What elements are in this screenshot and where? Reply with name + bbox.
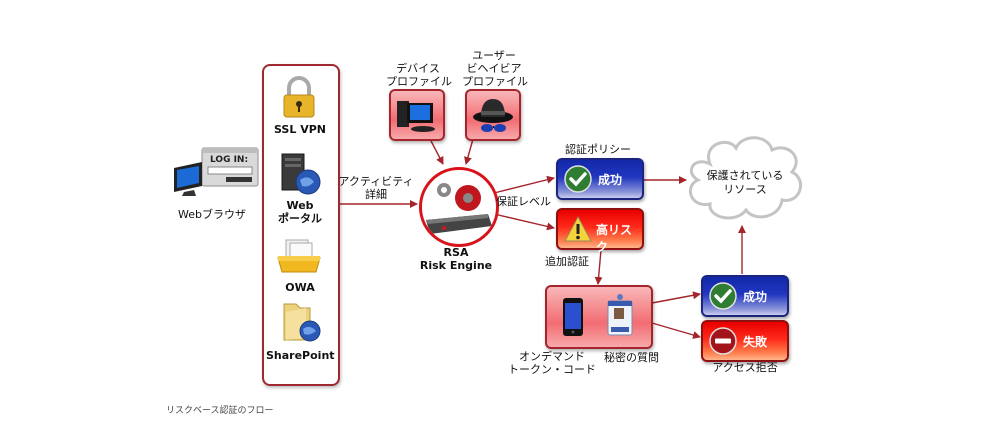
assurance-level-label: 保証レベル: [496, 195, 551, 208]
browser-node: LOG IN:: [170, 146, 260, 196]
engine-label-line1: RSA: [443, 246, 469, 259]
connector-challenge-to-success: [651, 291, 701, 304]
secret-question-label: 秘密の質問: [604, 351, 659, 364]
additional-auth-label: 追加認証: [545, 255, 589, 268]
device-profile-label-line2: プロファイル: [386, 75, 452, 88]
gears-appliance-icon: [426, 183, 492, 234]
connector-engine-to-risk: [493, 213, 555, 231]
checkmark-icon: [564, 165, 592, 193]
connector-risk-to-challenge: [594, 249, 603, 285]
figure-caption: リスクベース認証のフロー: [166, 406, 274, 416]
connector-challenge-to-fail: [651, 322, 701, 339]
resource-label-line2: リソース: [723, 183, 767, 196]
access-denied-label: アクセス拒否: [712, 361, 778, 374]
app-label-web-portal-line2: ポータル: [278, 212, 322, 225]
monitor-login-icon: [174, 147, 259, 196]
risk-engine-node: [419, 167, 499, 247]
policy-label: 認証ポリシー: [565, 143, 631, 156]
user-profile-box: [465, 89, 521, 141]
challenge-fail-text: 失敗: [743, 335, 768, 349]
activity-label-line1: アクティビティ: [338, 175, 414, 188]
hat-sunglasses-icon: [473, 99, 513, 132]
user-profile-label-line1: ユーザー: [472, 49, 516, 62]
login-screen-text: LOG IN:: [210, 155, 249, 165]
user-profile-label-line3: プロファイル: [462, 75, 528, 88]
connector-user-to-engine: [464, 138, 474, 165]
connector-device-to-engine: [429, 138, 444, 165]
cloud-icon: [688, 136, 803, 220]
server-globe-icon: [281, 153, 321, 195]
challenge-success-text: 成功: [743, 290, 768, 304]
app-label-web-portal-line1: Web: [286, 199, 314, 212]
browser-label: Webブラウザ: [178, 208, 246, 221]
activity-label-line2: 詳細: [365, 188, 387, 201]
folder-globe-icon: [283, 303, 321, 342]
high-risk-box: 高リスク: [556, 208, 644, 254]
token-label-line2: トークン・コード: [508, 363, 596, 376]
policy-success-box: 成功: [556, 158, 644, 200]
connector-engine-to-success: [493, 175, 555, 194]
device-profile-box: [389, 89, 445, 141]
challenge-success-box: 成功: [701, 275, 789, 317]
engine-label-line2: Risk Engine: [419, 259, 493, 272]
app-label-owa: OWA: [285, 281, 315, 294]
mail-inbox-icon: [277, 239, 321, 273]
app-label-sharepoint: SharePoint: [266, 349, 335, 362]
computer-icon: [397, 101, 435, 132]
warning-icon: [564, 215, 592, 242]
challenge-box: [545, 285, 653, 349]
policy-success-text: 成功: [598, 173, 623, 187]
high-risk-text: 高リスク: [596, 223, 633, 254]
no-entry-icon: [709, 327, 737, 355]
smartphone-icon: [563, 298, 583, 336]
device-profile-label-line1: デバイス: [396, 62, 440, 75]
resource-label-line1: 保護されている: [706, 169, 784, 182]
token-label-line1: オンデマンド: [519, 350, 585, 363]
user-profile-label-line2: ビヘイビア: [466, 62, 522, 75]
challenge-fail-box: 失敗: [701, 320, 789, 362]
app-label-ssl-vpn: SSL VPN: [274, 123, 326, 136]
id-badge-icon: [607, 294, 633, 336]
checkmark-icon: [709, 282, 737, 310]
padlock-icon: [283, 76, 315, 118]
